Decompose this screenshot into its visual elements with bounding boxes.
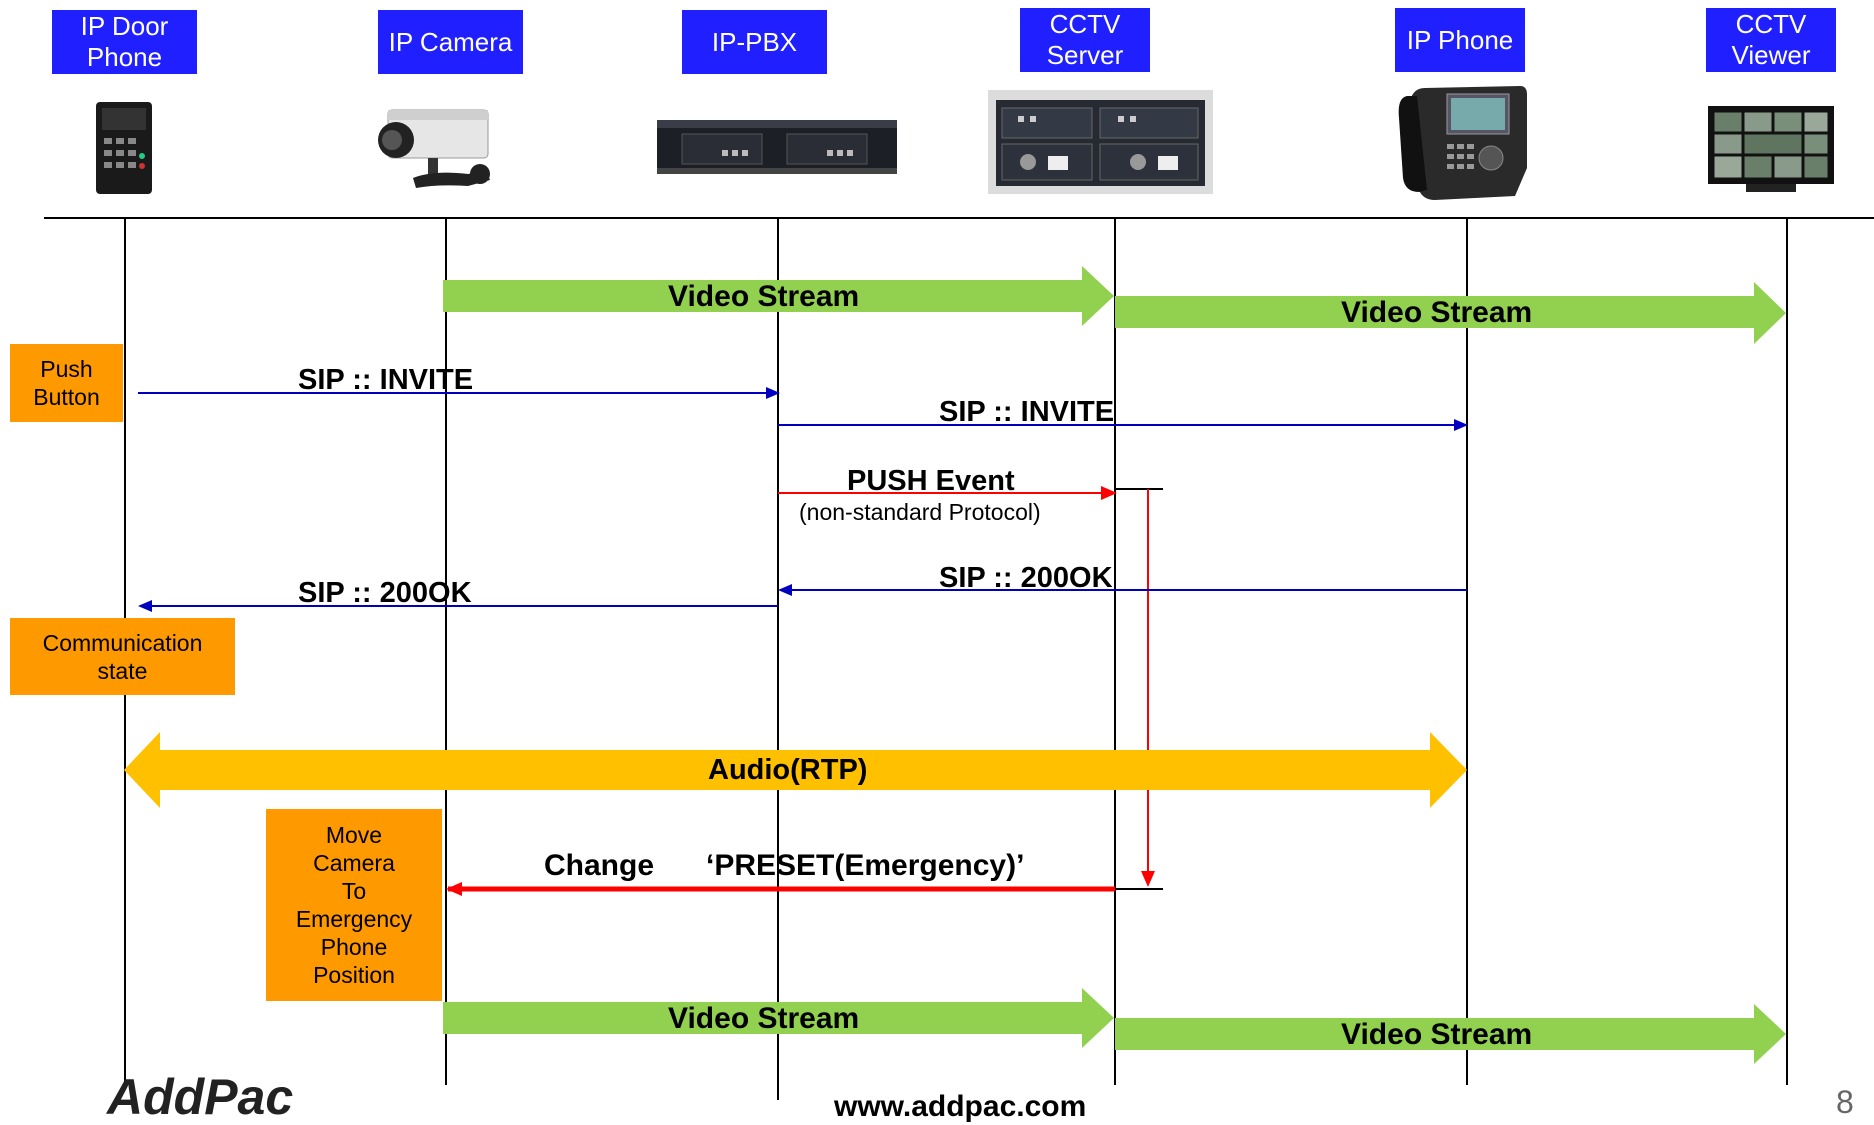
- sip-200ok-label-door: SIP :: 200OK: [298, 577, 472, 609]
- change-label: Change: [544, 849, 655, 882]
- move-camera-note: Move Camera To Emergency Phone Position: [266, 809, 442, 1001]
- participant-ip-phone: IP Phone: [1395, 8, 1525, 72]
- cctv-server-device-image: [988, 90, 1213, 194]
- video-stream-label-2: Video Stream: [1341, 296, 1533, 329]
- ip-camera-device-image: [378, 109, 490, 188]
- addpac-logo: AddPac: [105, 1069, 293, 1125]
- sip-invite-label-2: SIP :: INVITE: [939, 396, 1115, 428]
- video-stream-label-3: Video Stream: [668, 1002, 860, 1035]
- sip-200ok-label-phone: SIP :: 200OK: [939, 562, 1113, 594]
- cctv-viewer-device-image: [1708, 106, 1834, 192]
- addpac-logo-text: AddPac: [105, 1069, 293, 1125]
- sip-invite-label-1: SIP :: INVITE: [298, 364, 474, 396]
- website-url: www.addpac.com: [834, 1090, 1087, 1123]
- participant-cctv-server: CCTV Server: [1020, 8, 1150, 72]
- video-stream-arrow-camera-to-server: [443, 266, 1114, 326]
- participant-ip-camera: IP Camera: [378, 10, 523, 74]
- door-phone-device-image: [96, 102, 152, 194]
- ip-pbx-device-image: [657, 120, 897, 174]
- participant-ip-pbx: IP-PBX: [682, 10, 827, 74]
- participant-cctv-viewer: CCTV Viewer: [1706, 8, 1836, 72]
- ip-phone-device-image: [1398, 86, 1527, 200]
- video-stream-arrow-server-to-viewer-bottom: [1115, 1004, 1786, 1064]
- push-button-note: Push Button: [10, 344, 123, 422]
- video-stream-arrow-camera-to-server-bottom: [443, 988, 1114, 1048]
- communication-state-note: Communication state: [10, 618, 235, 695]
- push-event-sublabel: (non-standard Protocol): [799, 499, 1041, 525]
- page-number: 8: [1836, 1084, 1854, 1120]
- participant-ip-door-phone: IP Door Phone: [52, 10, 197, 74]
- audio-rtp-double-arrow: [124, 732, 1467, 808]
- video-stream-arrow-server-to-viewer: [1115, 282, 1786, 344]
- video-stream-label-1: Video Stream: [668, 280, 860, 313]
- audio-rtp-label: Audio(RTP): [708, 754, 868, 786]
- push-event-label: PUSH Event: [847, 465, 1015, 497]
- preset-emergency-label: ‘PRESET(Emergency)’: [706, 849, 1025, 882]
- video-stream-label-4: Video Stream: [1341, 1018, 1533, 1051]
